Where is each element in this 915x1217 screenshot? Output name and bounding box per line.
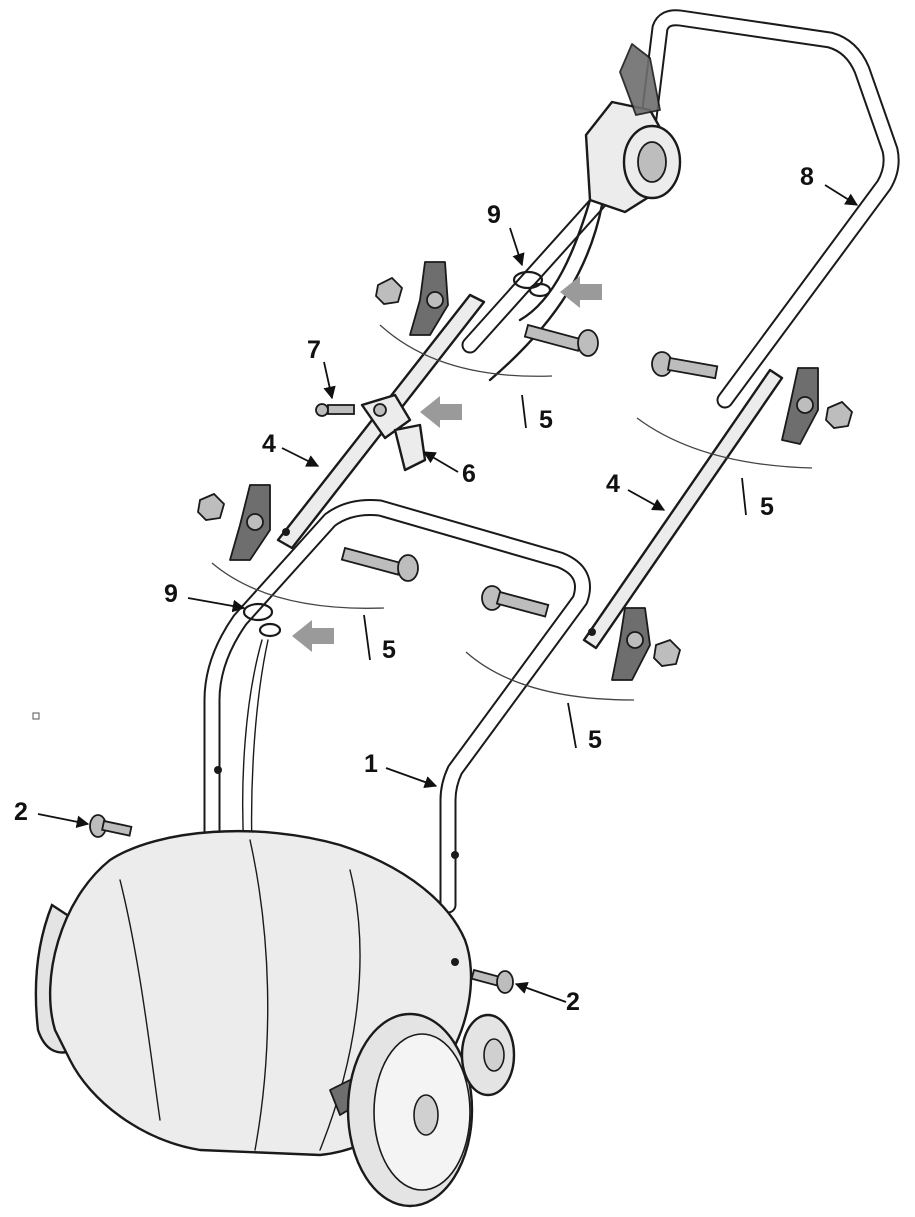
- label-8: 8: [800, 163, 814, 191]
- upper-handle: [461, 9, 900, 409]
- knob-top-right: [781, 367, 854, 445]
- label-9-bottom: 9: [164, 580, 178, 608]
- label-5-right: 5: [760, 493, 774, 521]
- wheel-large: [346, 1012, 474, 1208]
- knob-mid-left: [197, 484, 271, 561]
- gray-arrows: [292, 276, 602, 652]
- bolt-top: [523, 323, 599, 357]
- knob-top-left: [375, 261, 449, 336]
- knob-lower-right: [611, 607, 682, 681]
- callout-labels: 8 9 7 5 4 6 4 5 9 5 5 1 2 2: [14, 163, 814, 1016]
- middle-bars: [276, 293, 784, 650]
- label-4-right: 4: [606, 470, 620, 498]
- bolt-lower-right: [481, 585, 550, 618]
- label-5-lower: 5: [588, 726, 602, 754]
- screw-right: [470, 968, 514, 994]
- cable-clip-top: [512, 270, 552, 298]
- label-5-top: 5: [539, 406, 553, 434]
- wheel-small: [460, 1013, 516, 1097]
- label-9-top: 9: [487, 201, 501, 229]
- lower-handle: [203, 499, 591, 914]
- label-1: 1: [364, 750, 378, 778]
- label-4-left: 4: [262, 430, 276, 458]
- label-7: 7: [307, 336, 321, 364]
- bolt-right: [651, 351, 719, 380]
- label-2-right: 2: [566, 988, 580, 1016]
- leader-lines: [37, 184, 859, 1003]
- bolt-lower-left: [340, 546, 419, 582]
- screw-left: [89, 814, 133, 838]
- stray-mark: [32, 712, 40, 720]
- label-2-left: 2: [14, 798, 28, 826]
- rotation-arcs: [211, 324, 813, 701]
- label-5-mid: 5: [382, 636, 396, 664]
- screw-7: [315, 403, 355, 417]
- label-6: 6: [462, 460, 476, 488]
